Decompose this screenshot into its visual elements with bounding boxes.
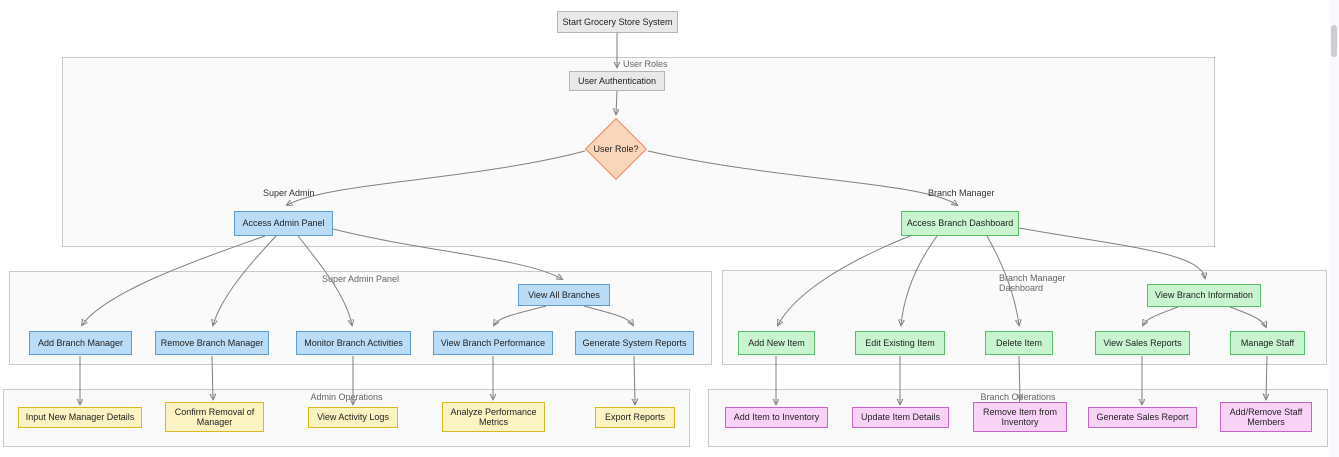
node-export-reports[interactable]: Export Reports: [595, 407, 675, 428]
node-access-branch-dashboard[interactable]: Access Branch Dashboard: [901, 211, 1019, 236]
vertical-scrollbar-thumb[interactable]: [1331, 25, 1337, 57]
node-view-sales-reports[interactable]: View Sales Reports: [1095, 331, 1190, 355]
edge-vab-performance: [494, 305, 547, 325]
node-generate-sales-report[interactable]: Generate Sales Report: [1088, 407, 1197, 428]
edge-vbi-manage-staff: [1229, 306, 1266, 327]
node-view-all-branches[interactable]: View All Branches: [518, 284, 610, 306]
node-edit-existing-item[interactable]: Edit Existing Item: [855, 331, 945, 355]
node-view-branch-performance[interactable]: View Branch Performance: [433, 331, 553, 355]
edge-auth-role: [616, 90, 617, 114]
node-add-new-item[interactable]: Add New Item: [738, 331, 815, 355]
edge-remove-manager-confirm: [212, 355, 213, 399]
node-access-admin-panel[interactable]: Access Admin Panel: [234, 211, 333, 236]
node-start[interactable]: Start Grocery Store System: [557, 11, 678, 33]
edge-label-super-admin: Super Admin: [263, 188, 315, 198]
group-branch-manager-dashboard-label: Branch Manager Dashboard: [999, 273, 1066, 294]
edge-deleteitem-remove: [1019, 355, 1020, 399]
node-view-activity-logs[interactable]: View Activity Logs: [308, 407, 398, 428]
edge-branch-edit-item: [901, 235, 938, 325]
edge-admin-add-manager: [82, 235, 266, 325]
node-monitor-branch-activities[interactable]: Monitor Branch Activities: [296, 331, 411, 355]
group-user-roles-label: User Roles: [623, 59, 668, 69]
node-analyze-performance-metrics[interactable]: Analyze Performance Metrics: [442, 402, 545, 432]
edge-vab-reports: [583, 305, 633, 325]
node-add-branch-manager[interactable]: Add Branch Manager: [29, 331, 132, 355]
edge-admin-monitor: [297, 235, 352, 325]
edge-role-branch: [647, 150, 957, 205]
group-admin-operations-label: Admin Operations: [310, 392, 383, 402]
edge-role-admin: [287, 150, 586, 205]
edge-admin-view-all-branches: [332, 228, 562, 279]
node-user-authentication[interactable]: User Authentication: [569, 71, 665, 91]
group-super-admin-panel-label: Super Admin Panel: [321, 274, 400, 284]
edge-label-branch-manager: Branch Manager: [928, 188, 995, 198]
node-confirm-removal-of-manager[interactable]: Confirm Removal of Manager: [165, 402, 264, 432]
node-update-item-details[interactable]: Update Item Details: [852, 407, 949, 428]
node-manage-staff[interactable]: Manage Staff: [1230, 331, 1305, 355]
node-view-branch-information[interactable]: View Branch Information: [1147, 284, 1261, 307]
node-remove-branch-manager[interactable]: Remove Branch Manager: [155, 331, 269, 355]
edge-branch-delete-item: [986, 235, 1019, 325]
edge-reports-export: [634, 355, 635, 404]
node-remove-item-from-inventory[interactable]: Remove Item from Inventory: [973, 402, 1067, 432]
node-input-new-manager-details[interactable]: Input New Manager Details: [18, 407, 142, 428]
node-generate-system-reports[interactable]: Generate System Reports: [575, 331, 694, 355]
edge-admin-remove-manager: [213, 235, 277, 325]
edge-managestaff-addremove: [1266, 355, 1267, 399]
edge-branch-view-info: [1018, 227, 1205, 278]
vertical-scrollbar[interactable]: [1330, 0, 1339, 457]
edge-vbi-sales-reports: [1143, 306, 1179, 325]
node-user-role-decision-label: User Role?: [593, 144, 639, 154]
edge-branch-add-item: [778, 235, 911, 325]
node-delete-item[interactable]: Delete Item: [985, 331, 1053, 355]
node-add-remove-staff-members[interactable]: Add/Remove Staff Members: [1220, 402, 1312, 432]
node-add-item-to-inventory[interactable]: Add Item to Inventory: [725, 407, 828, 428]
